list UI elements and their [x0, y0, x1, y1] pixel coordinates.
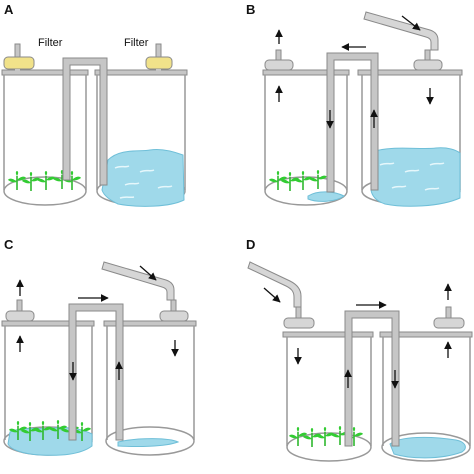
- water-icon: [101, 149, 185, 207]
- panel-label: D: [246, 237, 255, 252]
- arrow-icon: [275, 15, 434, 129]
- filter-icon: [433, 306, 465, 329]
- jar-lid: [262, 69, 350, 76]
- water-icon: [370, 147, 461, 207]
- jar-lid: [379, 331, 473, 338]
- panel-label: A: [4, 2, 14, 17]
- connecting-tube: [62, 57, 108, 186]
- panel-a: A: [1, 2, 188, 207]
- filter-icon: [3, 43, 35, 72]
- connecting-tube: [326, 52, 379, 193]
- filter-icon: [5, 299, 35, 322]
- filter-icon: [145, 43, 173, 72]
- filter-icon: [159, 299, 189, 322]
- water-icon: [117, 438, 180, 447]
- jar-lid: [103, 320, 197, 327]
- water-icon: [389, 436, 466, 459]
- filter-label: Filter: [124, 37, 149, 49]
- filter-label: Filter: [38, 37, 63, 49]
- water-icon: [307, 191, 345, 202]
- air-inlet-icon: [247, 261, 302, 308]
- jar-lid: [94, 69, 188, 76]
- connecting-tube: [68, 303, 124, 441]
- plant-icon: [268, 169, 328, 192]
- connecting-tube: [344, 310, 400, 447]
- jar-lid: [357, 69, 463, 76]
- filter-icon: [413, 49, 443, 71]
- air-inlet-icon: [363, 11, 439, 51]
- left-jar: [1, 69, 89, 206]
- arrow-icon: [16, 265, 179, 381]
- jar-base: [3, 176, 87, 206]
- panel-b: B: [246, 2, 463, 207]
- panel-label: C: [4, 237, 14, 252]
- panel-d: D: [246, 237, 473, 462]
- panel-label: B: [246, 2, 255, 17]
- jar-lid: [1, 69, 89, 76]
- jar-lid: [282, 331, 374, 338]
- arrow-icon: [263, 283, 452, 389]
- air-inlet-icon: [101, 261, 175, 301]
- jar-lid: [1, 320, 95, 327]
- filter-icon: [264, 49, 294, 71]
- filter-icon: [283, 306, 315, 329]
- panel-c: C: [1, 237, 197, 456]
